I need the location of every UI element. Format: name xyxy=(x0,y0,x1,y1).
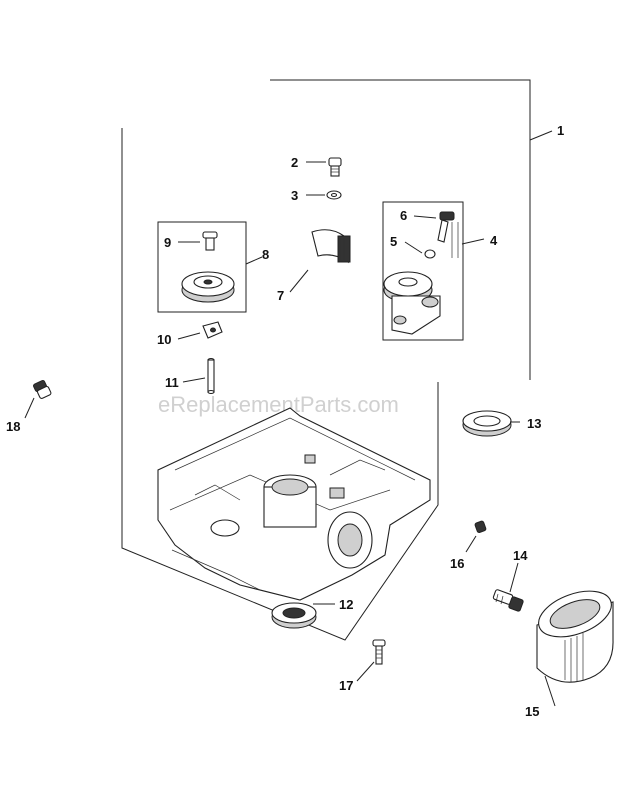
callout-10: 10 xyxy=(157,332,171,347)
part-10-clip[interactable] xyxy=(202,321,223,339)
callout-16: 16 xyxy=(450,556,464,571)
pump-body-icon xyxy=(383,271,441,335)
callout-6: 6 xyxy=(400,208,407,223)
callout-labels: 1 2 3 4 5 6 7 8 9 10 11 12 13 14 15 16 1… xyxy=(6,123,564,719)
callout-2: 2 xyxy=(291,155,298,170)
callout-4: 4 xyxy=(490,233,498,248)
part-15-oil-filter[interactable] xyxy=(532,582,617,683)
part-11-dowel-pin[interactable] xyxy=(207,357,215,395)
assembly-frame xyxy=(121,79,531,641)
part-9-pin[interactable] xyxy=(202,231,218,251)
part-4-oil-pump-assembly[interactable] xyxy=(382,201,464,341)
leader-lines xyxy=(24,130,556,707)
gear-icon xyxy=(181,271,235,303)
callout-15: 15 xyxy=(525,704,539,719)
part-6-fitting[interactable] xyxy=(437,211,459,258)
part-12-seal[interactable] xyxy=(271,602,317,629)
callout-18: 18 xyxy=(6,419,20,434)
part-8-gear-assembly[interactable] xyxy=(157,221,247,313)
callout-14: 14 xyxy=(513,548,528,563)
oil-pan-housing[interactable] xyxy=(157,407,431,601)
callout-5: 5 xyxy=(390,234,397,249)
callout-1: 1 xyxy=(557,123,564,138)
part-14-adapter[interactable] xyxy=(492,589,524,612)
part-3-washer[interactable] xyxy=(326,190,342,200)
callout-12: 12 xyxy=(339,597,353,612)
part-5-o-ring[interactable] xyxy=(424,249,436,259)
callout-13: 13 xyxy=(527,416,541,431)
part-16-fitting[interactable] xyxy=(474,520,487,534)
callout-8: 8 xyxy=(262,247,269,262)
callout-17: 17 xyxy=(339,678,353,693)
part-2-bolt[interactable] xyxy=(328,157,342,177)
part-18-plug[interactable] xyxy=(33,379,52,399)
part-7-oil-screen[interactable] xyxy=(311,229,351,264)
part-13-seal[interactable] xyxy=(462,410,512,437)
callout-11: 11 xyxy=(165,375,179,390)
callout-9: 9 xyxy=(164,235,171,250)
part-17-bolt[interactable] xyxy=(372,639,386,665)
callout-7: 7 xyxy=(277,288,284,303)
callout-3: 3 xyxy=(291,188,298,203)
